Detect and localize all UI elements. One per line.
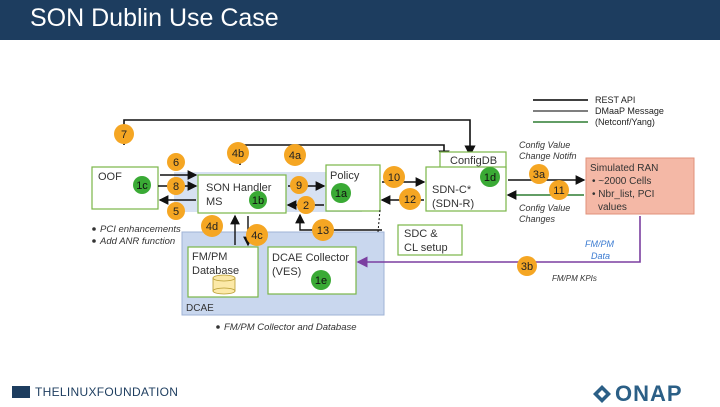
bullet-3	[216, 325, 220, 329]
svg-text:13: 13	[317, 225, 329, 237]
marker-9: 9	[290, 176, 308, 194]
son-handler-box	[197, 174, 287, 214]
ran-label-2: • ~2000 Cells	[592, 176, 651, 187]
simulated-ran-box	[585, 157, 695, 215]
svg-text:1a: 1a	[335, 188, 348, 200]
marker-1e: 1e	[311, 270, 331, 290]
svg-text:1b: 1b	[252, 195, 264, 207]
oof-label: OOF	[98, 171, 122, 183]
legend-rest-api: REST API	[595, 95, 635, 105]
arrow-ran-dcae-3b	[356, 216, 641, 268]
svg-text:7: 7	[121, 129, 127, 141]
svg-text:4a: 4a	[289, 150, 302, 162]
legend-netconf: (Netconf/Yang)	[595, 117, 655, 127]
sdc-box	[397, 224, 463, 256]
svg-text:4d: 4d	[206, 221, 218, 233]
marker-11: 11	[549, 180, 569, 200]
svg-text:5: 5	[173, 206, 179, 218]
annotation-fmpm-data-2: Data	[591, 251, 610, 261]
annotation-fmpm-collector: FM/PM Collector and Database	[224, 322, 357, 333]
svg-text:6: 6	[173, 157, 179, 169]
son-architecture-diagram: REST API DMaaP Message (Netconf/Yang) DC…	[91, 95, 695, 333]
svg-text:4b: 4b	[232, 148, 244, 160]
annotation-config-value-change-2: Change Notifn	[519, 151, 577, 161]
legend-dmaap: DMaaP Message	[595, 106, 664, 116]
svg-text:9: 9	[296, 180, 302, 192]
fmpm-db-label-2: Database	[192, 265, 239, 277]
annotation-add-anr: Add ANR function	[99, 236, 175, 247]
annotation-config-value-change-1: Config Value	[519, 140, 570, 150]
marker-12: 12	[399, 188, 421, 210]
son-handler-label-1: SON Handler	[206, 182, 272, 194]
onap-mark-icon	[593, 385, 611, 403]
linux-foundation-text: THELINUXFOUNDATION	[35, 385, 179, 399]
rest-line-son-configdb	[239, 144, 450, 165]
dcae-collector-label-2: (VES)	[272, 266, 301, 278]
sdc-label-2: CL setup	[404, 242, 448, 254]
marker-7: 7	[114, 124, 134, 144]
sdc-label-1: SDC &	[404, 228, 438, 240]
annotation-config-value-changes-2: Changes	[519, 214, 556, 224]
marker-1a: 1a	[331, 183, 351, 203]
slide-header: SON Dublin Use Case	[0, 0, 720, 40]
svg-text:1e: 1e	[315, 275, 327, 287]
svg-text:3b: 3b	[521, 261, 533, 273]
slide-title: SON Dublin Use Case	[30, 4, 279, 32]
svg-text:1d: 1d	[484, 172, 496, 184]
marker-1d: 1d	[480, 167, 500, 187]
son-handler-label-2: MS	[206, 196, 223, 208]
marker-4a: 4a	[284, 144, 306, 166]
marker-1b: 1b	[249, 191, 267, 209]
sdnc-label-1: SDN-C*	[432, 184, 472, 196]
svg-text:2: 2	[303, 200, 309, 212]
svg-text:4c: 4c	[251, 230, 263, 242]
bullet-1	[92, 227, 96, 231]
marker-6: 6	[167, 153, 185, 171]
sdnc-label-2: (SDN-R)	[432, 198, 474, 210]
svg-text:3a: 3a	[533, 169, 546, 181]
marker-13: 13	[312, 219, 334, 241]
fmpm-db-label-1: FM/PM	[192, 251, 227, 263]
policy-box	[325, 164, 381, 212]
svg-text:11: 11	[553, 185, 564, 197]
onap-text: ONAP	[615, 381, 683, 406]
marker-2: 2	[297, 196, 315, 214]
svg-text:12: 12	[404, 194, 416, 206]
marker-5: 5	[167, 202, 185, 220]
linux-foundation-logo: THELINUXFOUNDATION	[12, 385, 178, 399]
marker-3b: 3b	[517, 256, 537, 276]
configdb-label: ConfigDB	[450, 155, 497, 167]
marker-4c: 4c	[246, 224, 268, 246]
legend: REST API DMaaP Message (Netconf/Yang)	[533, 95, 664, 127]
annotation-fmpm-kpis: FM/PM KPIs	[552, 274, 597, 283]
ran-label-4: values	[598, 202, 627, 213]
marker-8: 8	[167, 177, 185, 195]
dcae-collector-label-1: DCAE Collector	[272, 252, 349, 264]
svg-text:8: 8	[173, 181, 179, 193]
onap-logo: ONAP	[592, 381, 683, 407]
marker-10: 10	[383, 166, 405, 188]
database-icon	[212, 274, 236, 295]
policy-label: Policy	[330, 170, 360, 182]
arrow-dcae-son-13	[295, 213, 382, 231]
ran-label-3: • Nbr_list, PCI	[592, 189, 654, 200]
marker-3a: 3a	[529, 164, 549, 184]
dcae-collector-box	[267, 246, 357, 295]
annotation-fmpm-data-1: FM/PM	[585, 239, 614, 249]
marker-4b: 4b	[227, 142, 249, 164]
linux-foundation-mark-icon	[12, 386, 30, 398]
annotation-pci-enhancements: PCI enhancements	[100, 224, 181, 235]
svg-text:10: 10	[388, 172, 400, 184]
annotation-config-value-changes-1: Config Value	[519, 203, 570, 213]
bullet-2	[92, 239, 96, 243]
marker-4d: 4d	[201, 215, 223, 237]
svg-text:1c: 1c	[136, 180, 148, 192]
ran-label-1: Simulated RAN	[590, 163, 658, 174]
dashed-policy-sdc	[377, 209, 381, 233]
marker-1c: 1c	[133, 176, 151, 194]
dcae-label: DCAE	[186, 303, 214, 314]
